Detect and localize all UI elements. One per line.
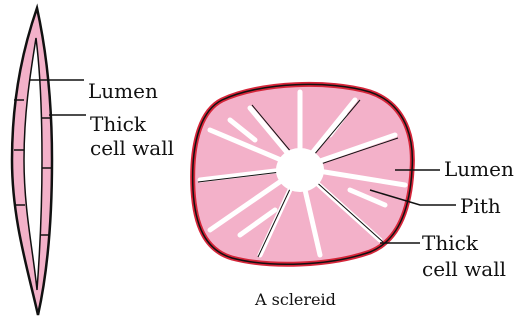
label-sclereid-lumen: Lumen (444, 158, 514, 180)
label-fibre-wall-line1: Thick (90, 113, 146, 135)
sclereid-cell (193, 84, 413, 264)
label-sclereid-wall-line2: cell wall (422, 258, 506, 280)
label-fibre-lumen: Lumen (88, 80, 158, 102)
label-sclereid-pith: Pith (460, 195, 501, 217)
label-sclereid-wall-line1: Thick (422, 232, 478, 254)
caption: A sclereid (255, 290, 336, 309)
sclereid-pith (276, 148, 324, 192)
fibre-cell (12, 8, 52, 315)
label-fibre-wall-line2: cell wall (90, 137, 174, 159)
